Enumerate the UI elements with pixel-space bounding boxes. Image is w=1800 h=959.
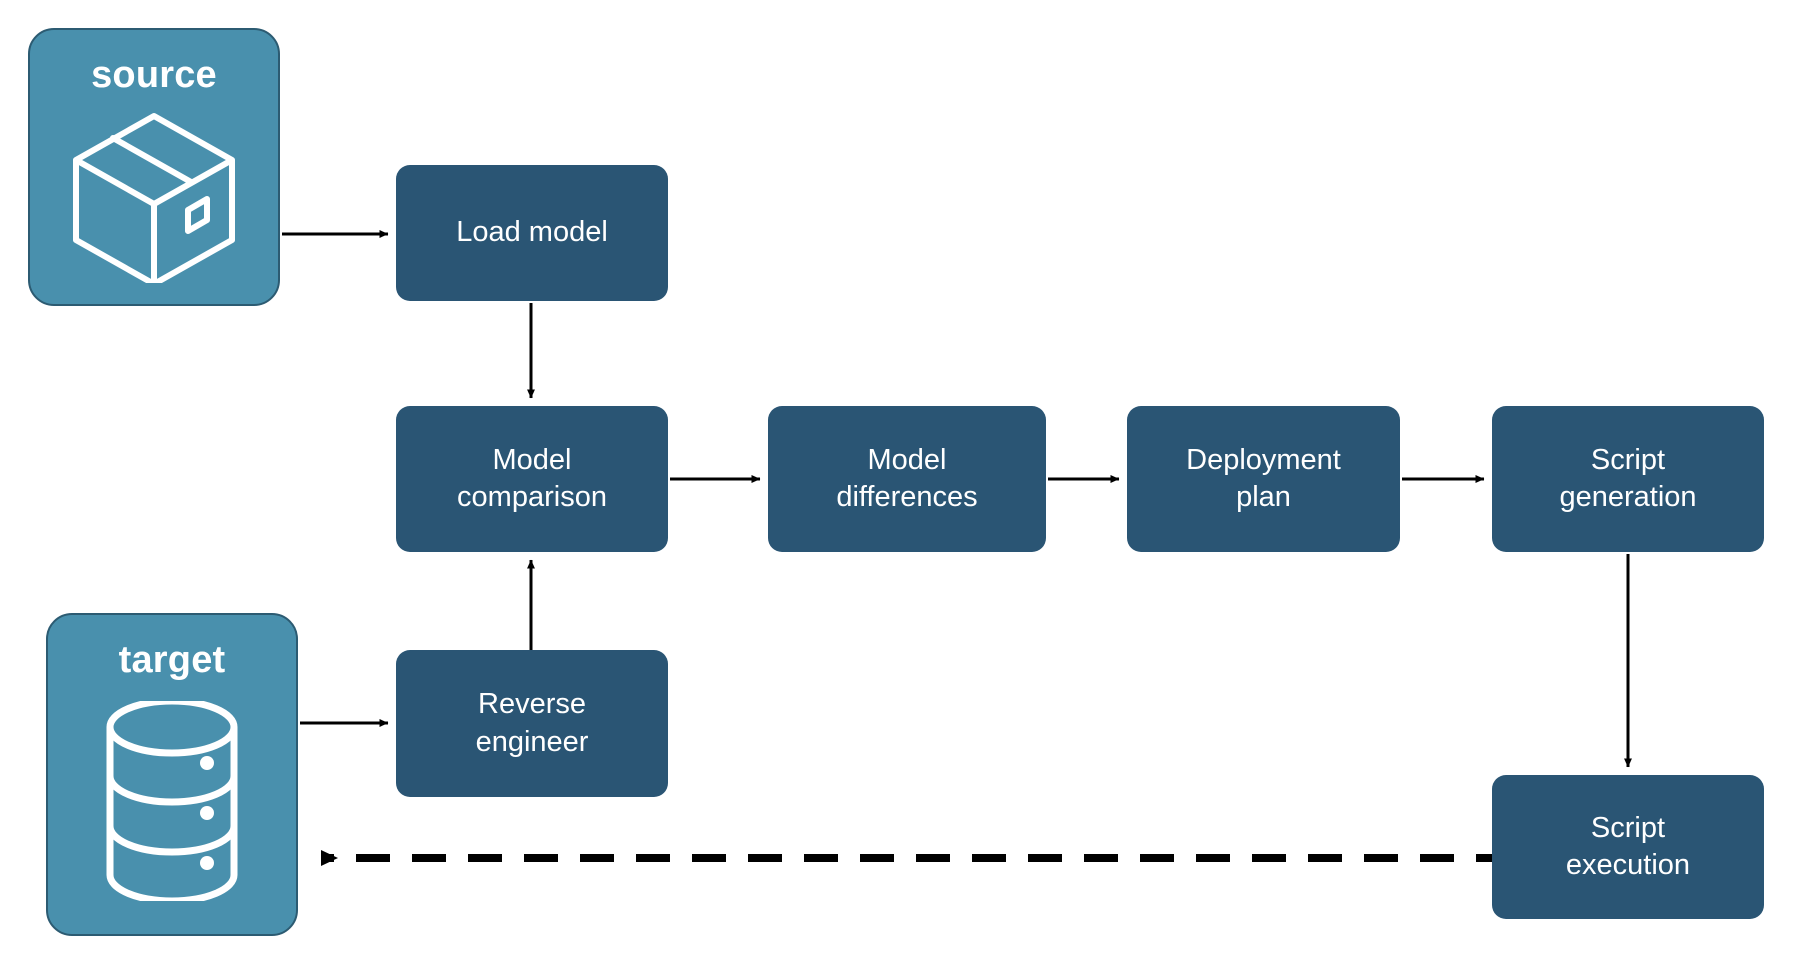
process-model-differences[interactable]: Model differences [768, 406, 1046, 552]
endpoint-target-label: target [118, 639, 226, 681]
process-model-comparison-label: Model comparison [457, 443, 607, 513]
process-model-differences-label: Model differences [836, 443, 978, 513]
process-script-generation-label: Script generation [1559, 443, 1697, 513]
process-load-model[interactable]: Load model [396, 165, 668, 301]
database-cylinder-icon [97, 697, 247, 906]
process-reverse-engineer[interactable]: Reverse engineer [396, 650, 668, 797]
process-model-comparison[interactable]: Model comparison [396, 406, 668, 552]
endpoint-target[interactable]: target [46, 613, 298, 936]
endpoint-source[interactable]: source [28, 28, 280, 306]
process-script-generation[interactable]: Script generation [1492, 406, 1764, 552]
process-deployment-plan[interactable]: Deployment plan [1127, 406, 1400, 552]
process-script-execution-label: Script execution [1565, 811, 1691, 881]
process-load-model-label: Load model [456, 216, 608, 249]
process-deployment-plan-label: Deployment plan [1186, 443, 1341, 513]
endpoint-source-label: source [91, 54, 217, 96]
process-reverse-engineer-label: Reverse engineer [475, 688, 589, 758]
package-box-icon [64, 108, 244, 288]
process-script-execution[interactable]: Script execution [1492, 775, 1764, 919]
